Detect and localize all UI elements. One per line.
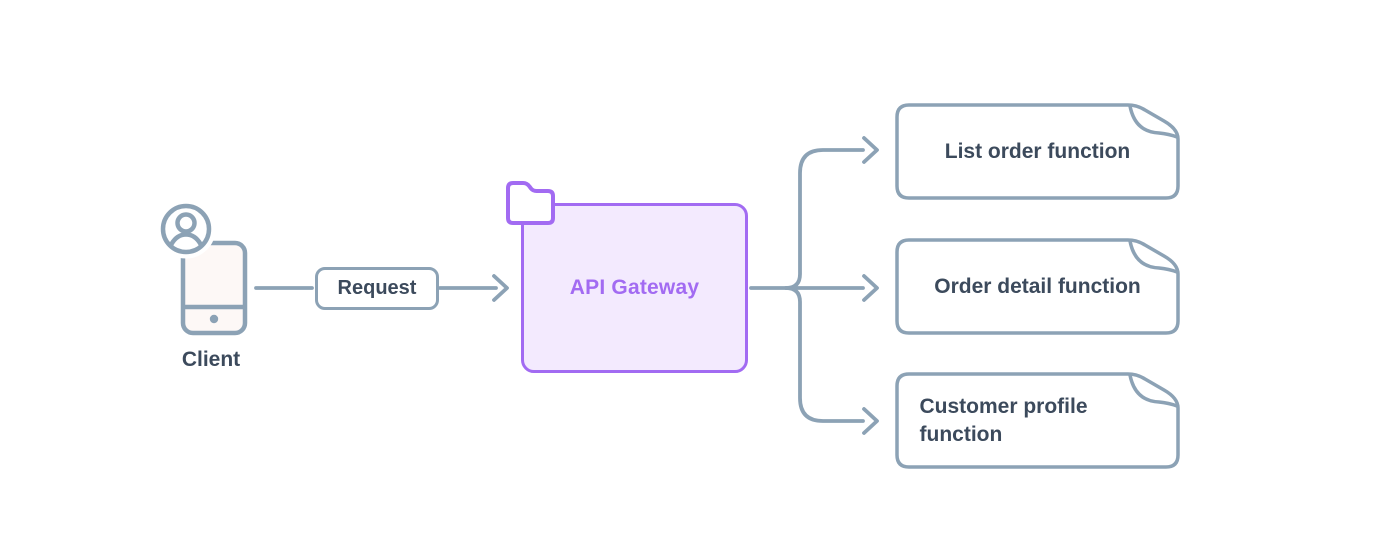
node-customer-profile-function: Customer profile function (895, 372, 1180, 469)
page-fold-icon (1128, 373, 1179, 408)
arrowhead-top-icon (862, 136, 879, 164)
document-icon (895, 103, 1180, 200)
arrowhead-gateway-icon (492, 274, 509, 302)
node-api-gateway: API Gateway (521, 203, 748, 373)
client-label: Client (181, 348, 241, 371)
smartphone-icon (156, 199, 248, 336)
document-icon (895, 372, 1180, 469)
home-button-dot (209, 314, 219, 324)
function-label: Order detail function (934, 274, 1141, 298)
arrowhead-middle-icon (862, 274, 879, 302)
page-fold-icon (1128, 239, 1179, 274)
edge-gateway-to-bottom (784, 286, 865, 423)
user-avatar-icon (156, 199, 216, 259)
document-icon (895, 238, 1180, 335)
function-label: List order function (944, 139, 1131, 163)
api-gateway-label: API Gateway (569, 276, 700, 299)
request-edge-label: Request (315, 267, 439, 310)
node-client: Client (156, 196, 264, 382)
node-list-order-function: List order function (895, 103, 1180, 200)
arrowhead-bottom-icon (862, 407, 879, 435)
folder-icon (506, 181, 555, 225)
function-label: Customer profile function (919, 394, 1088, 446)
edge-gateway-to-top (784, 148, 865, 290)
page-fold-icon (1128, 104, 1179, 139)
node-order-detail-function: Order detail function (895, 238, 1180, 335)
